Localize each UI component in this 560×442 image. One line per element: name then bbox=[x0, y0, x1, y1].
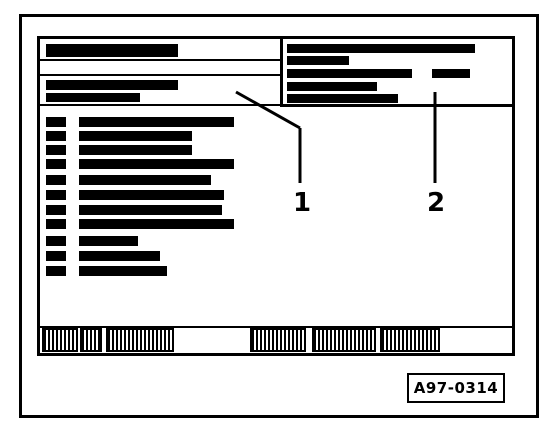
figure-reference-code: A97-0314 bbox=[407, 373, 505, 403]
left-header-rule-2 bbox=[40, 74, 280, 76]
header-info-line-1 bbox=[46, 80, 178, 90]
header-title-block bbox=[46, 44, 178, 57]
header-info-line-2 bbox=[46, 93, 140, 102]
list-row-text bbox=[79, 251, 160, 261]
list-row-marker bbox=[46, 219, 66, 229]
callout-label-1: 1 bbox=[293, 188, 312, 218]
list-row-marker bbox=[46, 159, 66, 169]
right-header-line-1 bbox=[287, 44, 475, 53]
header-vertical-divider bbox=[280, 38, 283, 107]
left-header-rule-3 bbox=[40, 104, 280, 106]
list-row-text bbox=[79, 131, 192, 141]
display-screen bbox=[37, 36, 515, 356]
list-row-text bbox=[79, 190, 224, 200]
list-row-marker bbox=[46, 236, 66, 246]
softkey-4-empty[interactable] bbox=[178, 328, 248, 352]
right-header-line-3 bbox=[287, 69, 412, 78]
list-row-marker bbox=[46, 131, 66, 141]
softkey-bar-top-rule bbox=[40, 326, 512, 328]
list-row-text bbox=[79, 266, 167, 276]
left-header-rule-1 bbox=[40, 59, 280, 61]
list-row-text bbox=[79, 205, 222, 215]
list-row-text bbox=[79, 236, 138, 246]
softkey-3[interactable] bbox=[106, 328, 174, 352]
softkey-1[interactable] bbox=[42, 328, 78, 352]
softkey-5[interactable] bbox=[250, 328, 306, 352]
right-header-line-5 bbox=[287, 94, 398, 103]
list-row-text bbox=[79, 117, 234, 127]
list-row-text bbox=[79, 145, 192, 155]
header-horizontal-divider bbox=[280, 104, 515, 107]
softkey-7[interactable] bbox=[380, 328, 440, 352]
right-header-value bbox=[432, 69, 470, 78]
softkey-6[interactable] bbox=[312, 328, 376, 352]
list-row-marker bbox=[46, 251, 66, 261]
list-row-text bbox=[79, 175, 211, 185]
list-row-marker bbox=[46, 145, 66, 155]
list-row-text bbox=[79, 159, 234, 169]
list-row-marker bbox=[46, 175, 66, 185]
list-row-text bbox=[79, 219, 234, 229]
outer-frame bbox=[19, 14, 539, 418]
list-row-marker bbox=[46, 205, 66, 215]
right-header-line-2 bbox=[287, 56, 349, 65]
list-row-marker bbox=[46, 190, 66, 200]
softkey-2[interactable] bbox=[80, 328, 102, 352]
callout-label-2: 2 bbox=[427, 188, 446, 218]
list-row-marker bbox=[46, 266, 66, 276]
list-row-marker bbox=[46, 117, 66, 127]
right-header-line-4 bbox=[287, 82, 377, 91]
